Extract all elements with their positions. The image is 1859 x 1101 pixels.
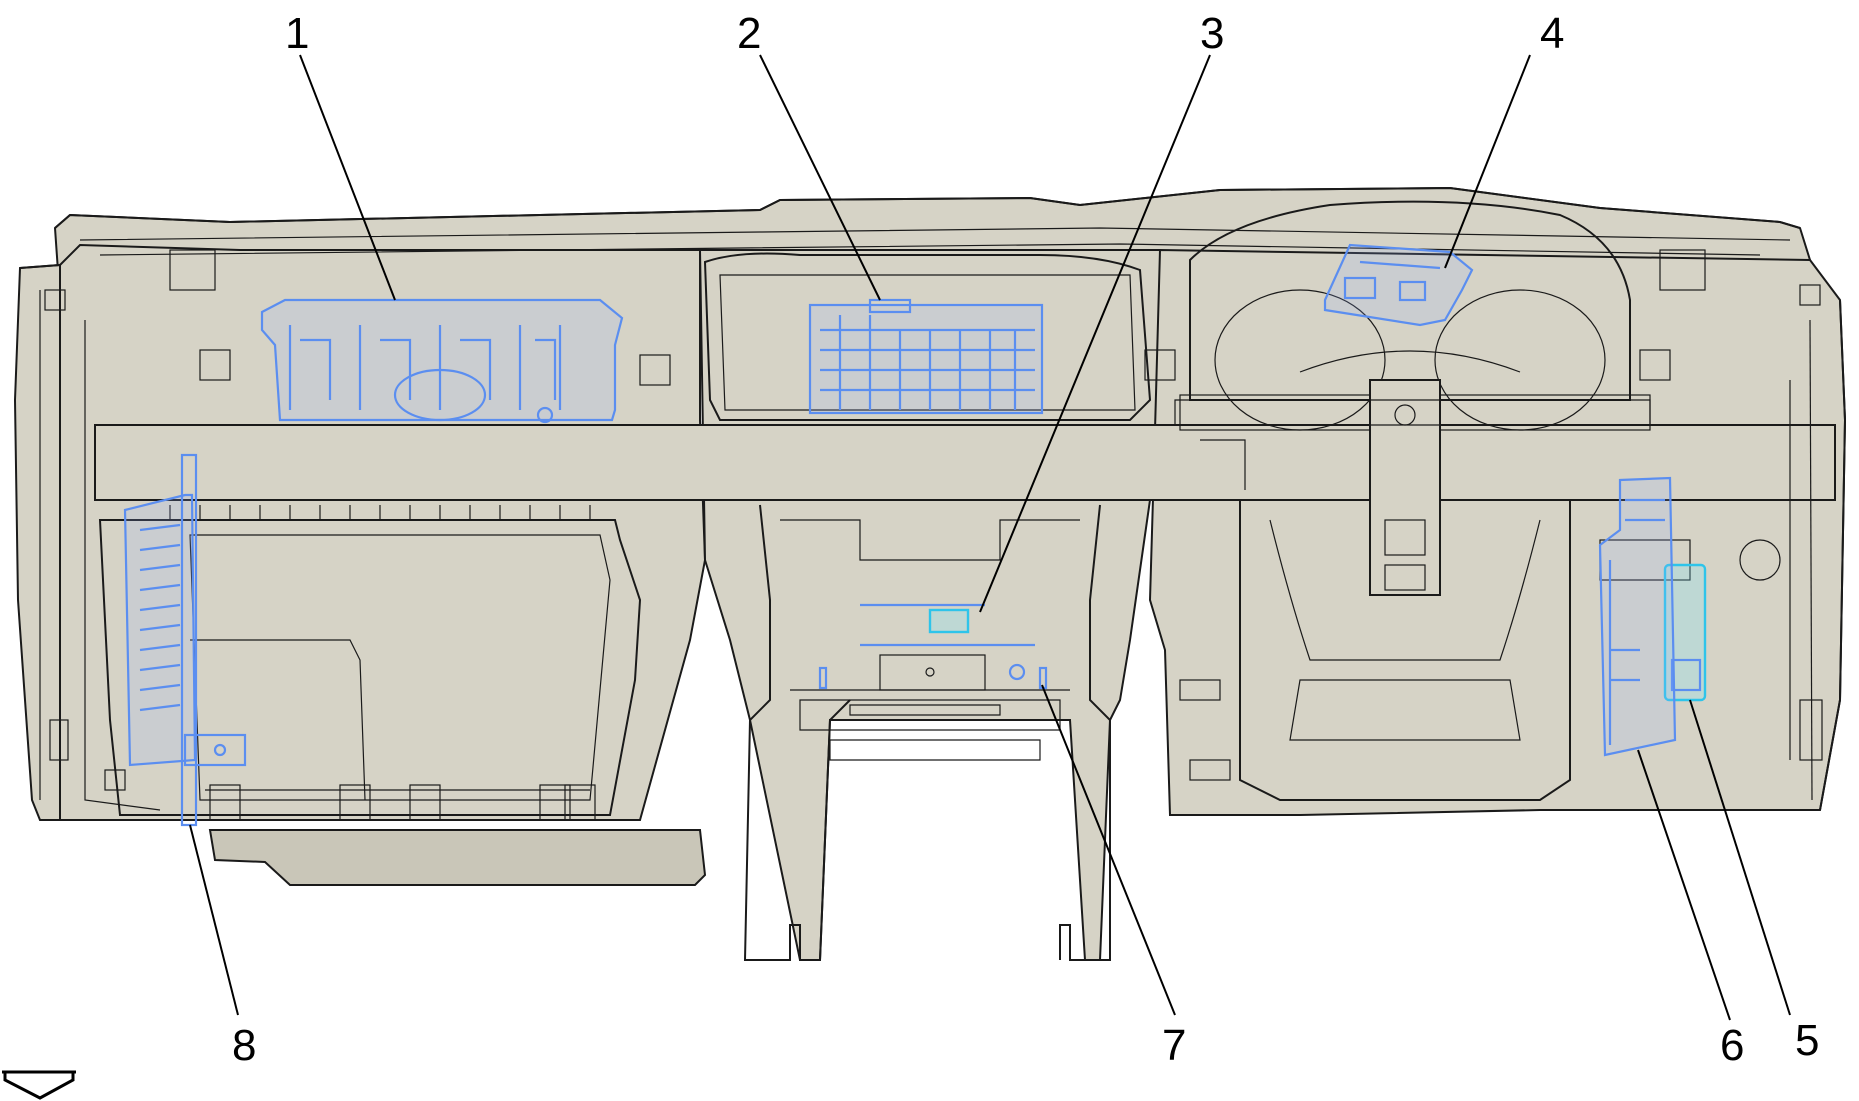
component-2-radio: [808, 298, 1044, 415]
callout-2: 2: [737, 9, 761, 58]
callout-5: 5: [1795, 1016, 1819, 1065]
component-5-module: [1663, 563, 1707, 702]
component-1-hvac-module: [260, 298, 624, 424]
leader-lines: [189, 54, 1791, 1021]
callout-6: 6: [1720, 1021, 1744, 1070]
component-4-cluster-module: [1323, 243, 1474, 327]
callout-8: 8: [232, 1021, 256, 1070]
component-3-module: [860, 603, 1035, 647]
component-8-side-module: [123, 453, 247, 827]
component-7-connector: [818, 663, 1048, 690]
instrument-panel-body: [13, 186, 1847, 961]
callout-7: 7: [1162, 1021, 1186, 1070]
front-direction-arrow-icon: [2, 1070, 76, 1100]
callouts: 1 2 3 4 5 6 7 8: [232, 9, 1819, 1070]
callout-4: 4: [1540, 9, 1564, 58]
callout-1: 1: [285, 9, 309, 58]
component-6-body-control-module: [1598, 476, 1677, 757]
callout-3: 3: [1200, 9, 1224, 58]
